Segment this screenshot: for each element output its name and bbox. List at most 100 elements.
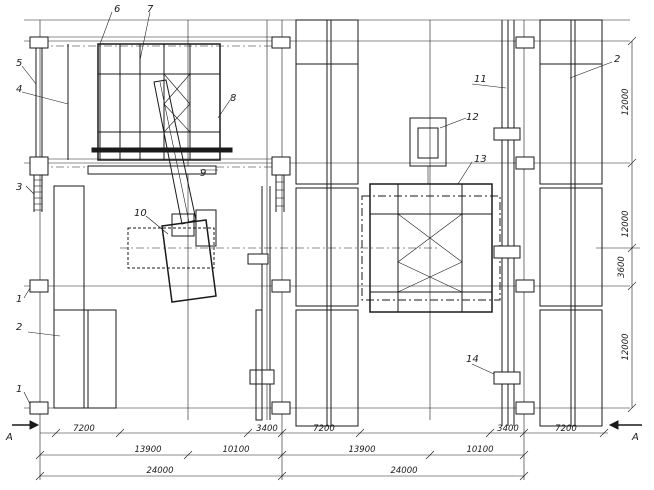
tractor-cab — [417, 127, 439, 159]
leader-2b — [569, 61, 613, 79]
leader-2a — [27, 331, 61, 337]
dim-13900-a: 13900 — [134, 445, 161, 455]
trailer-block-13 — [369, 183, 493, 313]
column-base-6 — [29, 401, 49, 415]
crane-cab — [195, 209, 217, 247]
dim-ticks — [35, 428, 609, 481]
column-base-7 — [271, 279, 291, 293]
tractor-12 — [409, 117, 447, 167]
dim-tick — [183, 450, 193, 460]
dim-tick — [115, 428, 125, 438]
label-11: 11 — [474, 74, 487, 85]
section-label-left: A — [5, 432, 13, 443]
section-arrow-left — [29, 420, 40, 430]
roof-block-module — [87, 43, 233, 175]
leader-11 — [471, 83, 507, 89]
dim-3400-a: 3400 — [256, 424, 278, 434]
mobile-crane — [120, 79, 440, 303]
column-base-11 — [515, 279, 535, 293]
middle-bay-panels — [295, 19, 359, 427]
block-brace — [163, 103, 191, 133]
dim-7200-a: 7200 — [73, 424, 95, 434]
dim-tick — [627, 158, 637, 168]
leader-8 — [217, 99, 231, 119]
label-10: 10 — [134, 208, 147, 219]
stacked-panels-2-upper — [53, 185, 85, 409]
right-bay-panels — [539, 19, 603, 427]
dim-10100-b: 10100 — [466, 445, 493, 455]
leader-13 — [457, 161, 473, 185]
label-12: 12 — [466, 112, 479, 123]
traverse-9 — [87, 165, 217, 175]
column-base-5 — [29, 279, 49, 293]
track-clamp — [493, 245, 521, 259]
track-beam — [255, 309, 263, 421]
dim-tick — [627, 403, 637, 413]
dim-12000-c: 12000 — [621, 333, 631, 360]
boom-head — [171, 213, 195, 237]
block-frame — [97, 43, 221, 161]
dim-3400-b: 3400 — [497, 424, 519, 434]
leader-7 — [139, 11, 151, 61]
leader-12 — [439, 117, 467, 129]
transport-trailer — [361, 117, 501, 313]
dim-24000-a: 24000 — [146, 466, 173, 476]
section-arrow-right — [608, 420, 619, 430]
label-8: 8 — [230, 93, 236, 104]
leader-3 — [25, 185, 35, 195]
column-base-10 — [515, 156, 535, 170]
column-base-9 — [515, 36, 535, 49]
vertical-dimensions: 12000 12000 3600 12000 — [596, 36, 640, 413]
label-5: 5 — [16, 58, 22, 69]
leader-6 — [99, 11, 113, 45]
column-base-1 — [29, 36, 49, 49]
dim-tick — [519, 428, 529, 438]
stair-right-left-bay — [275, 175, 285, 212]
dim-24000-b: 24000 — [390, 466, 417, 476]
boom-center — [159, 81, 190, 223]
track-clamp — [493, 371, 521, 385]
leader-10 — [145, 215, 169, 235]
support-beam — [91, 147, 233, 153]
column-base-3 — [29, 156, 49, 176]
dim-tick — [627, 281, 637, 291]
block-brace — [397, 213, 463, 263]
crane-track-left — [247, 186, 275, 421]
label-14: 14 — [466, 354, 479, 365]
dim-tick — [277, 428, 287, 438]
label-9: 9 — [200, 168, 206, 179]
dim-10100-a: 10100 — [222, 445, 249, 455]
dim-tick — [35, 471, 45, 481]
dim-tick — [51, 428, 61, 438]
crane-track-right-11 — [493, 20, 535, 426]
section-markers: A A — [5, 420, 642, 443]
label-6: 6 — [114, 4, 120, 15]
dim-tick — [277, 450, 287, 460]
label-1-lower: 1 — [16, 384, 22, 395]
stacked-panels-2 — [53, 309, 117, 409]
label-3: 3 — [16, 182, 22, 193]
dim-tick — [277, 471, 287, 481]
crane-body-10 — [161, 219, 217, 303]
stair-3 — [33, 175, 43, 212]
block-brace — [397, 261, 463, 293]
dim-tick — [243, 428, 253, 438]
column-base-8 — [271, 401, 291, 415]
track-clamp — [493, 127, 521, 141]
leader-4 — [21, 91, 69, 105]
callouts: 6 7 5 4 8 9 3 10 1 2 1 11 12 13 2 14 — [16, 4, 620, 405]
dim-7200-b: 7200 — [313, 424, 335, 434]
label-2-right: 2 — [614, 54, 620, 65]
track-clamp — [247, 253, 269, 265]
dim-tick — [35, 450, 45, 460]
leader-14 — [471, 363, 495, 375]
label-2-left: 2 — [16, 322, 22, 333]
dim-3600: 3600 — [617, 256, 627, 278]
label-7: 7 — [147, 4, 154, 15]
left-bay-lower — [29, 185, 291, 415]
block-brace — [163, 73, 191, 105]
dim-tick — [485, 428, 495, 438]
dim-tick — [519, 450, 529, 460]
dim-tick — [627, 36, 637, 46]
